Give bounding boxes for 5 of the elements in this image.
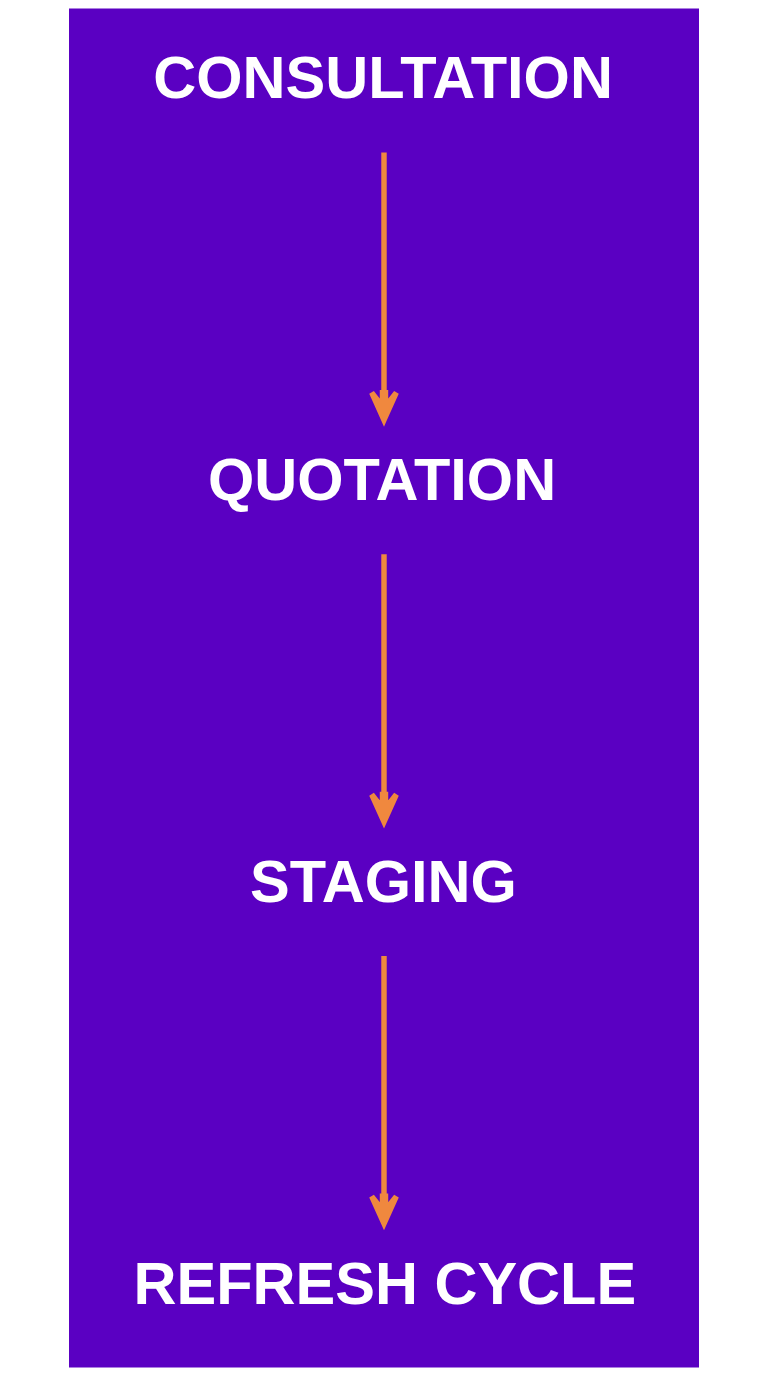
- node-text: REFRESH CYCLE: [133, 1249, 637, 1317]
- node-text: QUOTATION: [207, 445, 557, 513]
- node-text: STAGING: [250, 847, 517, 915]
- node-text: CONSULTATION: [153, 44, 613, 112]
- arrow: [369, 956, 399, 1227]
